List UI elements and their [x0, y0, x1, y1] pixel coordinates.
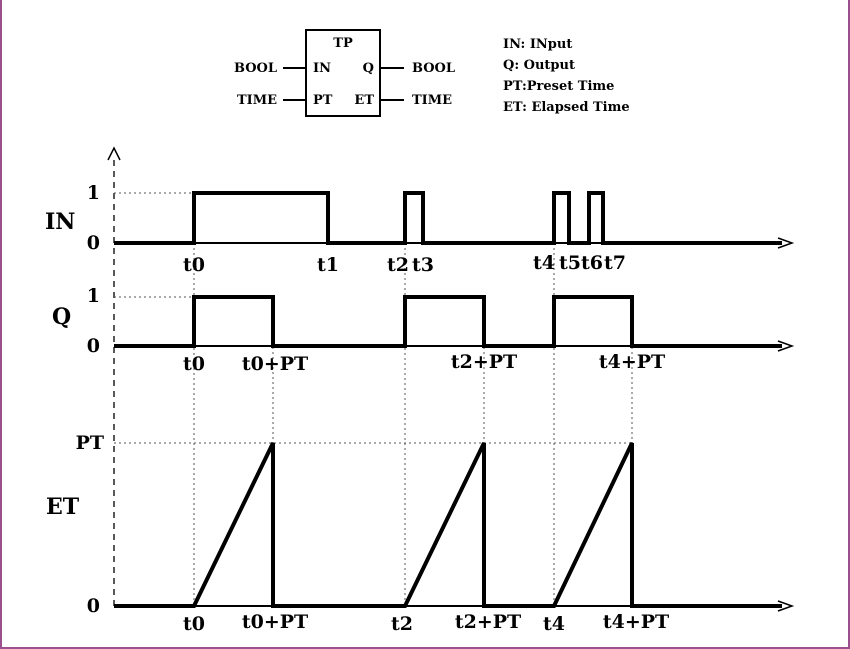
signal-q: Q 1 0 t0 t0+PT t2+PT t4+PT [52, 285, 795, 375]
signal-q-high-label: 1 [87, 285, 100, 307]
pin-in: IN [313, 61, 331, 76]
signal-in-low-label: 0 [87, 232, 100, 254]
signal-et-label: ET [46, 494, 80, 520]
time-label-t6: t6 [581, 252, 603, 274]
time-label-t2: t2 [387, 254, 409, 276]
time-label-et-t2pt: t2+PT [455, 611, 521, 633]
time-label-et-t4: t4 [543, 613, 565, 635]
legend-item-et: ET: Elapsed Time [503, 100, 630, 115]
time-label-t1: t1 [317, 254, 339, 276]
output-type-q: BOOL [412, 61, 455, 76]
pin-q: Q [363, 61, 374, 76]
signal-q-label: Q [52, 304, 71, 330]
et-time-axis-arrow [777, 600, 795, 612]
legend-item-in: IN: INput [503, 37, 572, 52]
signal-et: ET PT 0 t0 t0+PT t2 t2+PT t4 t4+PT [46, 432, 795, 635]
function-block: TP BOOL TIME IN PT Q ET BOOL TIME [234, 29, 455, 117]
time-label-q-t2pt: t2+PT [451, 351, 517, 373]
input-type-pt: TIME [237, 93, 277, 108]
signal-in-high-label: 1 [87, 182, 100, 204]
time-label-q-t0: t0 [183, 353, 205, 375]
et-waveform [114, 442, 782, 608]
time-label-et-t4pt: t4+PT [603, 611, 669, 633]
time-label-q-t0pt: t0+PT [242, 353, 308, 375]
legend-item-pt: PT:Preset Time [503, 79, 614, 94]
vertical-axis [107, 146, 121, 606]
function-block-box [305, 29, 381, 117]
signal-in-label: IN [45, 209, 75, 235]
output-type-et: TIME [412, 93, 452, 108]
signal-et-pt-label: PT [76, 432, 104, 454]
signal-et-low-label: 0 [87, 595, 100, 617]
time-label-et-t0: t0 [183, 613, 205, 635]
q-time-axis-arrow [777, 340, 795, 352]
vertical-axis-arrow [107, 146, 121, 161]
time-label-t4: t4 [533, 252, 555, 274]
time-label-t3: t3 [412, 254, 434, 276]
pin-pt: PT [313, 93, 333, 108]
in-waveform [114, 191, 782, 245]
legend-item-q: Q: Output [503, 58, 575, 73]
time-label-t0: t0 [183, 254, 205, 276]
time-label-t7: t7 [604, 252, 626, 274]
time-label-t5: t5 [559, 252, 581, 274]
q-waveform [114, 295, 782, 348]
function-block-title: TP [333, 36, 353, 51]
signal-in: IN 1 0 t0 t1 t2 t3 t4 t5 t6 t7 [45, 182, 795, 276]
pin-et: ET [354, 93, 374, 108]
time-label-q-t4pt: t4+PT [599, 351, 665, 373]
time-label-et-t2: t2 [391, 613, 413, 635]
in-time-axis-arrow [777, 237, 795, 249]
input-type-in: BOOL [234, 61, 277, 76]
time-label-et-t0pt: t0+PT [242, 611, 308, 633]
signal-q-low-label: 0 [87, 335, 100, 357]
legend: IN: INput Q: Output PT:Preset Time ET: E… [503, 37, 630, 115]
